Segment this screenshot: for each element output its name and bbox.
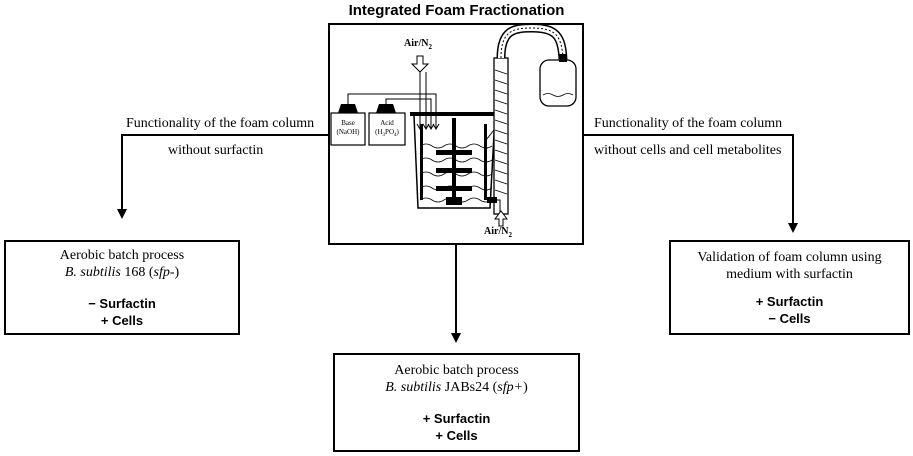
right-box-surfactin: + Surfactin	[755, 294, 824, 309]
right-box-title: Validation of foam column using	[697, 250, 882, 265]
center-box-title: Aerobic batch process	[394, 363, 519, 378]
right-edge-label-line2: without cells and cell metabolites	[594, 143, 782, 158]
right-edge-label-line1: Functionality of the foam column	[594, 116, 783, 131]
center-box-surfactin: + Surfactin	[422, 411, 491, 426]
right-box-cells: − Cells	[768, 311, 811, 326]
left-box-surfactin: − Surfactin	[88, 296, 156, 311]
center-process-box: Aerobic batch process B. subtilis JABs24…	[333, 353, 580, 452]
left-box-cells: + Cells	[100, 313, 144, 328]
center-box-cells: + Cells	[435, 428, 478, 443]
bioreactor-apparatus-illustration	[330, 23, 577, 227]
gas-inlet-bottom-label: Air/N2	[484, 226, 512, 239]
gas-inlet-top-label: Air/N2	[404, 38, 432, 51]
left-box-title: Aerobic batch process	[59, 248, 185, 263]
base-bottle-formula: (NaOH)	[337, 128, 361, 136]
left-edge-label-line2: without surfactin	[168, 143, 264, 158]
acid-bottle-formula: (H3PO4)	[375, 128, 399, 138]
acid-bottle-label: Acid	[380, 119, 394, 127]
center-box-strain: B. subtilis JABs24 (sfp+)	[385, 380, 528, 395]
right-process-box: Validation of foam column using medium w…	[669, 240, 910, 335]
left-connector-arrow	[117, 134, 329, 219]
base-bottle-label: Base	[341, 119, 355, 127]
right-connector-arrow	[583, 134, 798, 233]
right-box-subtitle: medium with surfactin	[726, 267, 853, 282]
left-box-strain: B. subtilis 168 (sfp-)	[64, 265, 180, 280]
left-edge-label-line1: Functionality of the foam column	[126, 116, 315, 131]
left-process-box: Aerobic batch process B. subtilis 168 (s…	[4, 240, 240, 335]
diagram-title: Integrated Foam Fractionation	[348, 2, 565, 19]
